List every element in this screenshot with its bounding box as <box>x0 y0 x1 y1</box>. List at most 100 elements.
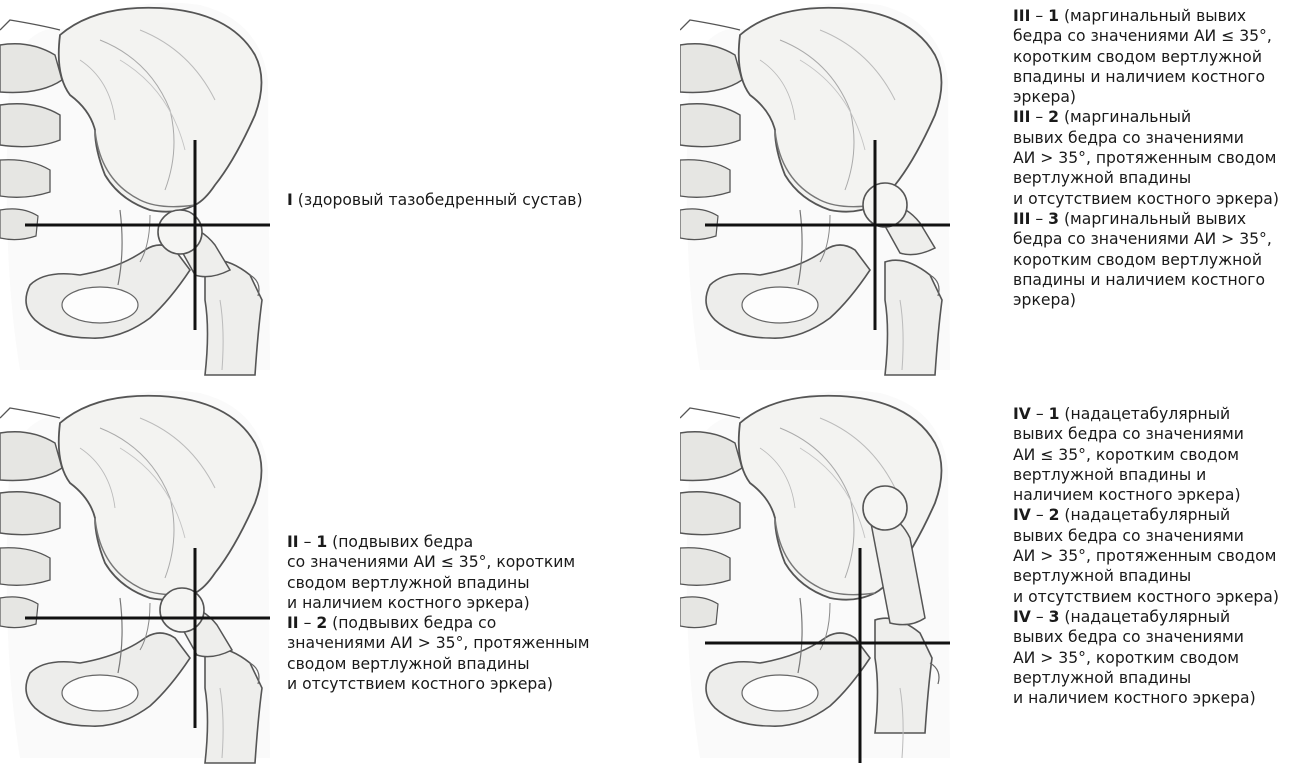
grade-code: IV <box>1013 608 1031 626</box>
caption-text: вертлужной впадины <box>1013 567 1191 585</box>
caption-line: III – 1 (маргинальный вывих <box>1013 6 1279 26</box>
grade-separator: – <box>299 533 317 551</box>
grade-separator: – <box>1031 608 1049 626</box>
caption-text: (надацетабулярный <box>1059 506 1230 524</box>
caption-text: и наличием костного эркера) <box>287 594 530 612</box>
caption-line: впадины и наличием костного <box>1013 270 1279 290</box>
caption-line: IV – 1 (надацетабулярный <box>1013 404 1279 424</box>
caption-line: и наличием костного эркера) <box>287 593 590 613</box>
caption-line: вертлужной впадины <box>1013 668 1279 688</box>
caption-line: и наличием костного эркера) <box>1013 688 1279 708</box>
caption-line: коротким сводом вертлужной <box>1013 250 1279 270</box>
caption-text: вертлужной впадины <box>1013 169 1191 187</box>
caption-line: вертлужной впадины и <box>1013 465 1279 485</box>
caption-text: вывих бедра со значениями <box>1013 527 1244 545</box>
grade-separator: – <box>1031 405 1049 423</box>
caption-text: АИ > 35°, коротким сводом <box>1013 649 1239 667</box>
grade-code: IV <box>1013 506 1031 524</box>
caption-text: АИ > 35°, протяженным сводом <box>1013 149 1276 167</box>
grade-number: 3 <box>1048 210 1059 228</box>
caption-line: II – 1 (подвывих бедра <box>287 532 590 552</box>
grade-code: II <box>287 614 299 632</box>
caption-line: наличием костного эркера) <box>1013 485 1279 505</box>
grade-separator: – <box>1031 506 1049 524</box>
grade-code: IV <box>1013 405 1031 423</box>
caption-line: бедра со значениями АИ > 35°, <box>1013 229 1279 249</box>
caption-line: III – 3 (маргинальный вывих <box>1013 209 1279 229</box>
grade-number: 2 <box>1048 108 1059 126</box>
caption-line: IV – 3 (надацетабулярный <box>1013 607 1279 627</box>
caption-text: и отсутствием костного эркера) <box>1013 588 1279 606</box>
caption-line: сводом вертлужной впадины <box>287 573 590 593</box>
caption-line: вывих бедра со значениями <box>1013 128 1279 148</box>
caption-text: вывих бедра со значениями <box>1013 129 1244 147</box>
caption-text: и отсутствием костного эркера) <box>1013 190 1279 208</box>
caption-line: вертлужной впадины <box>1013 168 1279 188</box>
caption-text: (здоровый тазобедренный сустав) <box>293 191 583 209</box>
caption-line: эркера) <box>1013 290 1279 310</box>
caption-line: III – 2 (маргинальный <box>1013 107 1279 127</box>
caption-line: вывих бедра со значениями <box>1013 424 1279 444</box>
grade-code: III <box>1013 210 1030 228</box>
grade-number: 1 <box>1049 405 1060 423</box>
caption-text: впадины и наличием костного <box>1013 271 1265 289</box>
caption-text: бедра со значениями АИ ≤ 35°, <box>1013 27 1272 45</box>
caption-text: впадины и наличием костного <box>1013 68 1265 86</box>
grade-code: III <box>1013 108 1030 126</box>
caption-line: бедра со значениями АИ ≤ 35°, <box>1013 26 1279 46</box>
grade-separator: – <box>1030 210 1048 228</box>
caption-line: и отсутствием костного эркера) <box>1013 587 1279 607</box>
caption-text: вывих бедра со значениями <box>1013 628 1244 646</box>
caption-line: АИ > 35°, протяженным сводом <box>1013 546 1279 566</box>
caption-text: со значениями АИ ≤ 35°, коротким <box>287 553 575 571</box>
caption-text: вертлужной впадины <box>1013 669 1191 687</box>
caption-line: АИ > 35°, коротким сводом <box>1013 648 1279 668</box>
caption-line: эркера) <box>1013 87 1279 107</box>
caption-line: IV – 2 (надацетабулярный <box>1013 505 1279 525</box>
caption-text: (маргинальный вывих <box>1059 210 1246 228</box>
grade-separator: – <box>299 614 317 632</box>
caption-text: (маргинальный вывих <box>1059 7 1246 25</box>
grade-number: 1 <box>1048 7 1059 25</box>
caption-text: вывих бедра со значениями <box>1013 425 1244 443</box>
caption-line: сводом вертлужной впадины <box>287 654 590 674</box>
grade-number: 3 <box>1049 608 1060 626</box>
caption-text: вертлужной впадины и <box>1013 466 1206 484</box>
caption-text: сводом вертлужной впадины <box>287 574 530 592</box>
caption-line: впадины и наличием костного <box>1013 67 1279 87</box>
grade-number: 2 <box>1049 506 1060 524</box>
caption-text: сводом вертлужной впадины <box>287 655 530 673</box>
caption-text: АИ ≤ 35°, коротким сводом <box>1013 446 1239 464</box>
caption-text: (надацетабулярный <box>1059 405 1230 423</box>
caption-text: эркера) <box>1013 291 1076 309</box>
caption-line: и отсутствием костного эркера) <box>1013 189 1279 209</box>
caption-text: наличием костного эркера) <box>1013 486 1241 504</box>
caption-line: вывих бедра со значениями <box>1013 526 1279 546</box>
caption-line: вывих бедра со значениями <box>1013 627 1279 647</box>
caption-text: коротким сводом вертлужной <box>1013 48 1262 66</box>
caption-text: и наличием костного эркера) <box>1013 689 1256 707</box>
grade-code: II <box>287 533 299 551</box>
pelvis-illustration-III <box>680 0 970 380</box>
caption-line: со значениями АИ ≤ 35°, коротким <box>287 552 590 572</box>
pelvis-illustration-I <box>0 0 290 380</box>
pelvis-illustration-IV <box>680 388 970 768</box>
caption-text: и отсутствием костного эркера) <box>287 675 553 693</box>
caption-text: эркера) <box>1013 88 1076 106</box>
caption-text: (подвывих бедра <box>327 533 473 551</box>
caption-text: (подвывих бедра со <box>327 614 496 632</box>
caption-text: значениями АИ > 35°, протяженным <box>287 634 590 652</box>
caption-line: коротким сводом вертлужной <box>1013 47 1279 67</box>
caption-text: (маргинальный <box>1059 108 1191 126</box>
caption-text: бедра со значениями АИ > 35°, <box>1013 230 1272 248</box>
grade-code: III <box>1013 7 1030 25</box>
caption-line: значениями АИ > 35°, протяженным <box>287 633 590 653</box>
caption-I: I (здоровый тазобедренный сустав) <box>287 190 583 210</box>
grade-number: 1 <box>316 533 327 551</box>
caption-line: II – 2 (подвывих бедра со <box>287 613 590 633</box>
caption-line: I (здоровый тазобедренный сустав) <box>287 190 583 210</box>
grade-number: 2 <box>316 614 327 632</box>
